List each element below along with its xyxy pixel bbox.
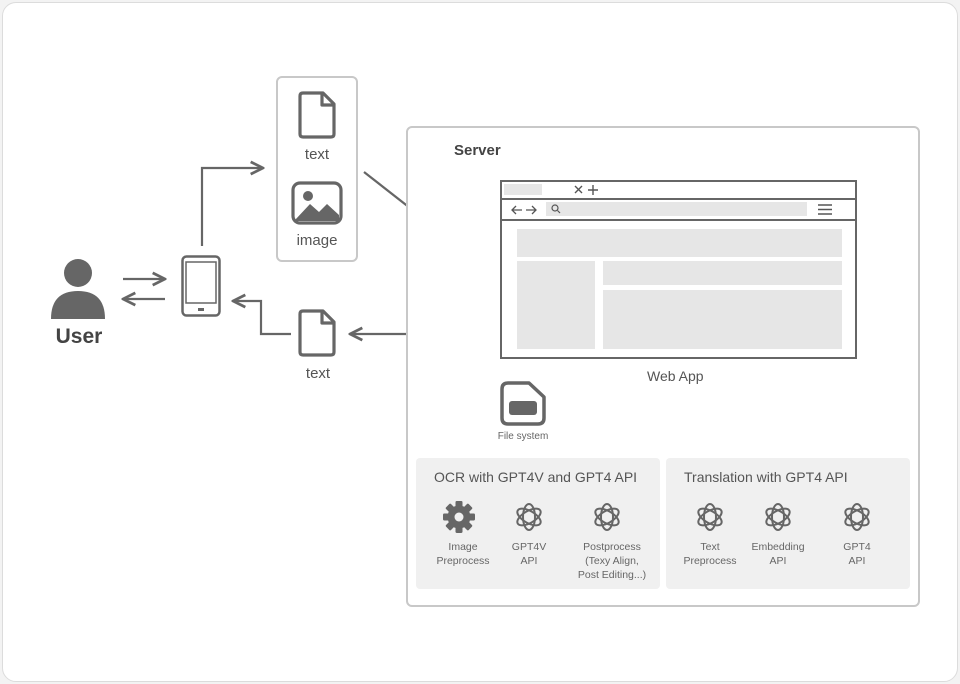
search-icon — [551, 204, 561, 214]
returned-text-file-icon — [298, 309, 336, 357]
upload-files-card — [276, 76, 358, 262]
ocr-step-label: Postprocess (Texy Align, Post Editing...… — [577, 541, 647, 581]
browser-divider — [502, 219, 855, 221]
page-header-block — [517, 229, 842, 257]
arrow-text-to-phone — [233, 301, 291, 336]
page-sidebar-block — [517, 261, 595, 349]
translation-step-label: GPT4 API — [843, 541, 871, 567]
image-file-icon — [291, 181, 343, 225]
translation-step-label: Text Preprocess — [683, 541, 737, 567]
close-icon[interactable] — [574, 185, 584, 195]
user-icon — [51, 259, 105, 319]
returned-text-label: text — [305, 365, 331, 382]
back-forward-icon[interactable] — [511, 205, 537, 215]
translation-pipeline-title: Translation with GPT4 API — [684, 469, 848, 485]
arrow-phone-to-files — [200, 168, 263, 246]
file-system-label: File system — [497, 431, 549, 442]
openai-icon — [844, 503, 870, 531]
browser-tab[interactable] — [504, 184, 542, 195]
ocr-step-label: GPT4V API — [511, 541, 547, 567]
openai-icon — [765, 503, 791, 531]
phone-icon[interactable] — [181, 255, 221, 317]
menu-icon[interactable] — [818, 204, 832, 215]
text-file-icon — [298, 91, 336, 139]
server-title: Server — [454, 142, 501, 159]
web-app-label: Web App — [647, 368, 704, 384]
ocr-step-label: Image Preprocess — [436, 541, 490, 567]
add-tab-icon[interactable] — [588, 185, 598, 195]
address-bar[interactable] — [546, 202, 807, 216]
gear-icon — [443, 501, 475, 533]
text-file-label: text — [304, 146, 330, 163]
openai-icon — [697, 503, 723, 531]
page-content-block — [603, 290, 842, 349]
browser-divider — [502, 198, 855, 200]
openai-icon — [516, 503, 542, 531]
page-content-block — [603, 261, 842, 285]
ocr-pipeline-title: OCR with GPT4V and GPT4 API — [434, 469, 638, 485]
translation-step-label: Embedding API — [751, 541, 805, 567]
file-system-icon — [500, 381, 546, 426]
web-app-window — [500, 180, 857, 359]
user-label: User — [55, 325, 103, 348]
openai-icon — [594, 503, 620, 531]
image-file-label: image — [296, 232, 338, 249]
